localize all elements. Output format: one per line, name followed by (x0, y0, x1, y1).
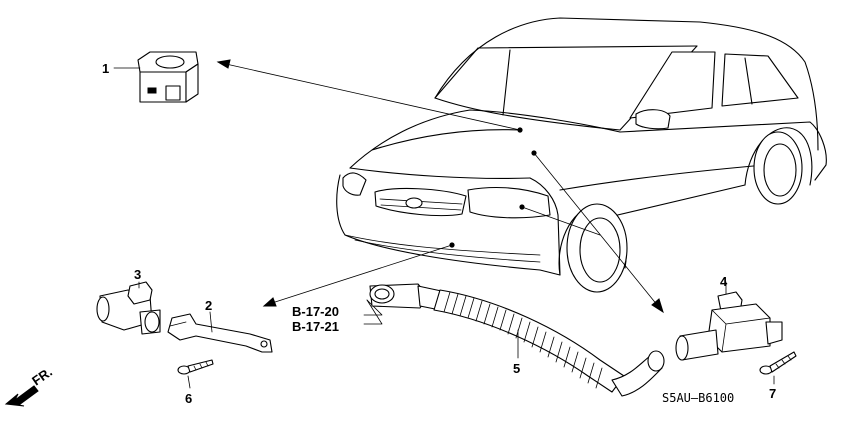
front-label: FR. (29, 364, 55, 388)
front-direction-indicator (4, 385, 39, 407)
callout-4: 4 (720, 274, 728, 289)
callout-7: 7 (769, 386, 776, 401)
diagram-code: S5AU–B6100 (662, 391, 734, 405)
leader-arrows (216, 59, 664, 325)
car-illustration (336, 17, 827, 293)
part-6-screw (177, 359, 214, 389)
callout-2: 2 (205, 298, 212, 313)
callout-5: 5 (513, 361, 520, 376)
callout-3: 3 (134, 267, 141, 282)
part-2-bracket (167, 311, 273, 353)
part-1-switch (113, 51, 199, 103)
callout-1: 1 (102, 61, 109, 76)
callout-6: 6 (185, 391, 192, 406)
part-5-hose (369, 283, 665, 397)
part-4-actuator (675, 281, 783, 361)
part-3-sensor (96, 281, 161, 335)
reference-b-17-20: B-17-20 (292, 304, 339, 319)
reference-b-17-21: B-17-21 (292, 319, 339, 334)
part-7-screw (759, 351, 797, 385)
